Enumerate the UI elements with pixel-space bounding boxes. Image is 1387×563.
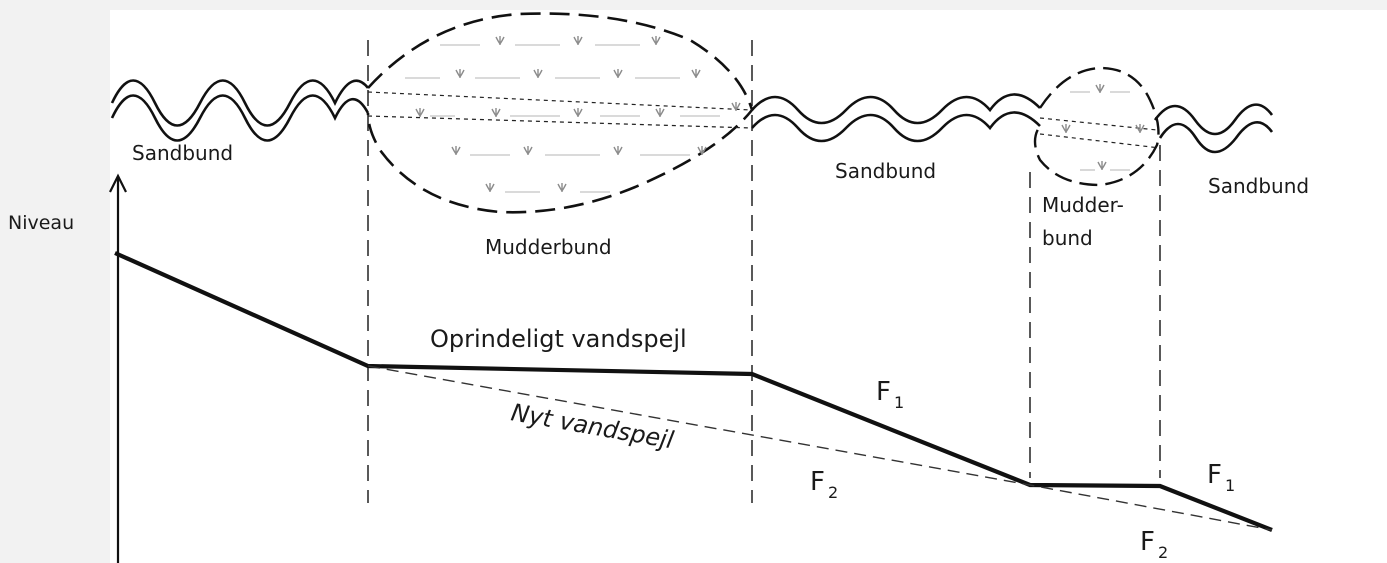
zone-boundaries [367, 40, 1161, 503]
zone-label-sand-right: Sandbund [1208, 174, 1309, 198]
mud-zone-1-sediment [367, 91, 753, 129]
f1-mid-sub: 1 [894, 393, 904, 412]
zone-label-mud-2-line1: Mudder- [1042, 193, 1124, 217]
flow-label-f1-right: F 1 [1207, 460, 1235, 495]
f2-right-sub: 2 [1158, 543, 1168, 562]
original-water-level-label: Oprindeligt vandspejl [430, 325, 687, 353]
mud-zone-1-outline [366, 12, 754, 214]
wave-mid-upper [751, 93, 1041, 125]
zone-label-sand-left: Sandbund [132, 141, 233, 165]
zone-label-mud-1: Mudderbund [485, 235, 612, 259]
mud-zone-1-plant-icons [415, 35, 741, 193]
f1-right-sub: 1 [1225, 476, 1235, 495]
y-axis [109, 173, 127, 563]
flow-label-f2-right: F 2 [1140, 527, 1168, 562]
mud-zone-2 [1033, 66, 1161, 187]
f2-mid-sub: 2 [828, 483, 838, 502]
original-water-level-line [114, 251, 1273, 532]
mud-zone-2-plant-icons [1061, 83, 1145, 171]
flow-label-f1-mid: F 1 [876, 377, 904, 412]
wave-mid-lower [751, 111, 1041, 143]
zone-label-mud-2-line2: bund [1042, 226, 1093, 250]
new-water-level-line [367, 365, 1273, 531]
diagram-panel [110, 10, 1387, 563]
wave-left-lower [110, 94, 370, 142]
f2-right-main: F [1140, 527, 1155, 557]
mud-zone-1-plants [405, 44, 720, 193]
mud-zone-2-sediment [1039, 117, 1161, 149]
f1-right-main: F [1207, 460, 1222, 490]
f1-mid-main: F [876, 377, 891, 407]
f2-mid-main: F [810, 467, 825, 497]
mud-zone-1 [366, 12, 754, 214]
wave-right-upper [1153, 103, 1274, 136]
sand-bottom-waves [110, 79, 1274, 154]
mud-zone-2-outline [1033, 66, 1160, 187]
wave-right-lower [1158, 121, 1274, 154]
zone-label-sand-mid: Sandbund [835, 159, 936, 183]
wave-left-upper [110, 79, 370, 127]
y-axis-label: Niveau [8, 212, 74, 234]
flow-label-f2-mid: F 2 [810, 467, 838, 502]
